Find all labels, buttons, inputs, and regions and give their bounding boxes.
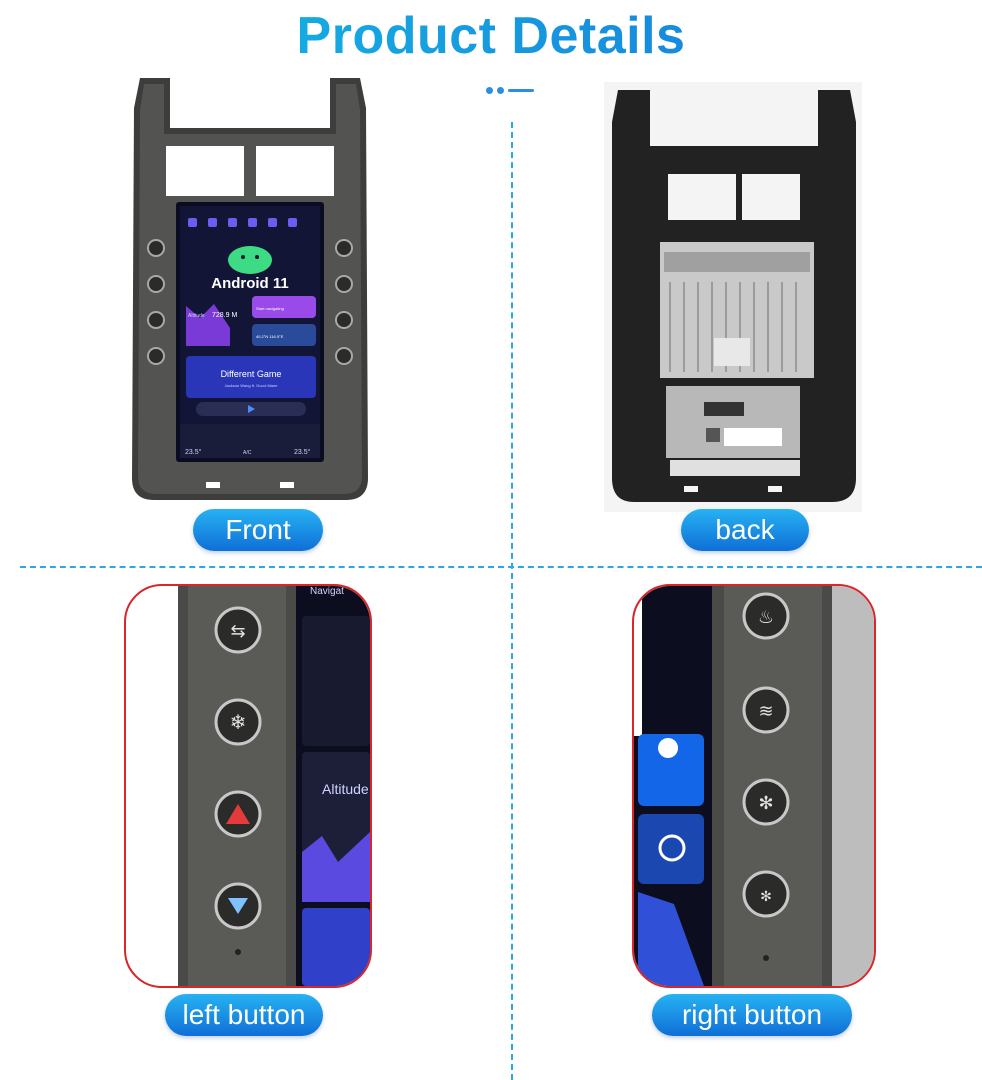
defrost-icon: ♨ (758, 607, 774, 628)
altitude-label: Altitude (188, 313, 205, 319)
arrow-down-icon (228, 898, 248, 914)
front-label: Front (193, 509, 323, 551)
airflow-icon: ≋ (758, 701, 773, 722)
coordinates: 40.2°N 116.5°E (256, 334, 284, 339)
left-button-label: left button (165, 994, 323, 1036)
back-label: back (681, 509, 809, 551)
altitude-value: 728.9 M (212, 312, 237, 319)
android-version: Android 11 (211, 275, 289, 292)
navigation-prompt: Start navigating (256, 306, 284, 311)
page-title: Product Details (0, 6, 982, 66)
left-button-closeup: Navigat Altitude ⇆ ❄ (124, 584, 372, 988)
carousel-indicator (486, 86, 536, 94)
snowflake-icon: ❄ (230, 710, 247, 734)
zoom-altitude-text: Altitude (322, 781, 369, 797)
back-photo (604, 82, 862, 512)
music-artist: Jackson Wang ft. Gucci Mane (225, 383, 279, 388)
fan-icon: ✻ (758, 793, 773, 814)
music-title: Different Game (221, 369, 282, 379)
recirculation-icon: ⇆ (230, 621, 245, 642)
play-icon (248, 405, 255, 413)
temp-right: 23.5° (294, 448, 311, 456)
compass-icon (658, 834, 686, 862)
right-button-closeup: ♨ ≋ ✻ ✻ (632, 584, 876, 988)
zoom-nav-text: Navigat (310, 586, 344, 597)
indicator-dot (486, 87, 493, 94)
indicator-dot (497, 87, 504, 94)
right-button-label: right button (652, 994, 852, 1036)
hazard-icon (226, 804, 250, 824)
location-pin-icon (658, 738, 679, 758)
front-photo: Android 11 Altitude 728.9 M Start naviga… (132, 78, 368, 500)
temp-left: 23.5° (185, 448, 202, 456)
indicator-dash (508, 89, 534, 92)
fan-small-icon: ✻ (760, 889, 772, 905)
vertical-divider (511, 122, 513, 1080)
horizontal-divider (20, 566, 982, 568)
ac-label: A/C (243, 450, 252, 456)
